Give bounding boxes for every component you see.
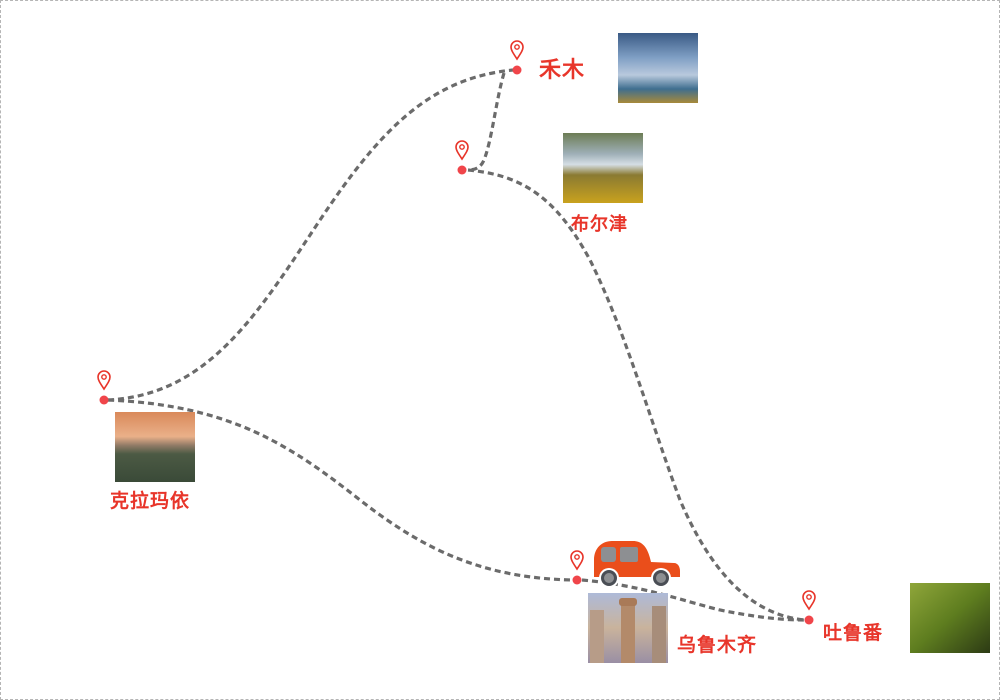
route-karamay-to-hemu — [107, 68, 514, 402]
map-pin-icon — [97, 370, 111, 391]
route-urumqi-to-turpan — [581, 578, 806, 622]
location-markers — [97, 40, 816, 625]
car-icon — [594, 541, 680, 588]
map-pin-icon — [570, 550, 584, 571]
map-pin-icon — [510, 40, 524, 61]
location-label-turpan: 吐鲁番 — [823, 622, 884, 644]
map-pin-icon — [455, 140, 469, 161]
burqin-river-forest-photo — [563, 133, 643, 203]
marker-burqin[interactable] — [455, 140, 469, 175]
route-karamay-to-urumqi — [107, 398, 573, 582]
map-pin-icon — [802, 590, 816, 611]
location-label-burqin: 布尔津 — [571, 214, 628, 235]
marker-karamay[interactable] — [97, 370, 111, 405]
route-hemu-to-burqin — [467, 72, 506, 172]
location-label-hemu: 禾木 — [539, 58, 586, 83]
urumqi-grand-bazaar-tower-photo — [588, 593, 668, 663]
route-lines — [107, 68, 806, 622]
marker-turpan[interactable] — [802, 590, 816, 625]
location-label-urumqi: 乌鲁木齐 — [677, 634, 758, 656]
route-burqin-to-turpan — [467, 168, 806, 622]
hemu-village-autumn-photo — [618, 33, 698, 103]
karamay-city-sunset-photo — [115, 412, 195, 482]
turpan-grape-valley-photo — [910, 583, 990, 653]
marker-urumqi[interactable] — [570, 550, 584, 585]
marker-hemu[interactable] — [510, 40, 524, 75]
location-label-karamay: 克拉玛依 — [110, 490, 191, 512]
